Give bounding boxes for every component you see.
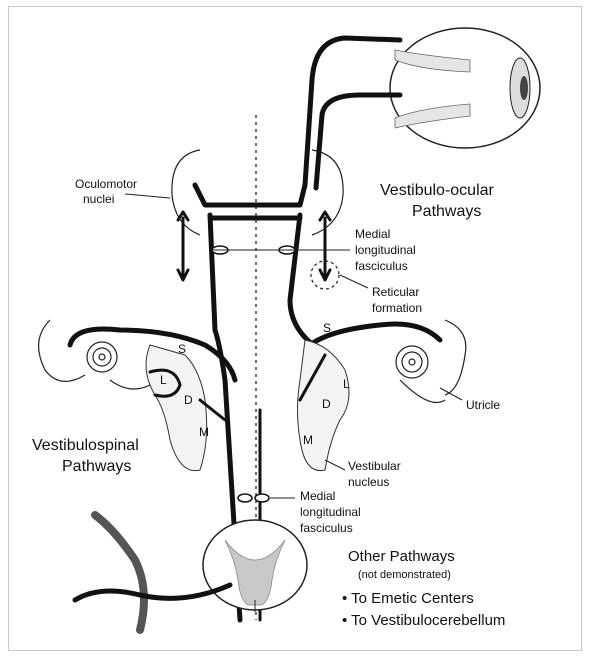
right-cochlea-mid <box>402 352 422 372</box>
letter-right-s: S <box>323 321 331 335</box>
label-vestibulo-ocular-2: Pathways <box>412 203 481 220</box>
left-cochlea-outer <box>87 342 117 372</box>
left-inner-ear <box>39 320 235 389</box>
label-mlf-bottom-1: Medial <box>300 489 335 503</box>
letter-left-l: L <box>160 373 167 387</box>
label-bullet-vestibulocerebellum: • To Vestibulocerebellum <box>342 612 505 629</box>
left-vestibular-nucleus <box>146 345 207 471</box>
motor-nerve-path <box>75 585 230 600</box>
label-vestibulospinal-1: Vestibulospinal <box>32 437 139 454</box>
letter-left-d: D <box>184 393 193 407</box>
eye-pupil <box>520 76 528 100</box>
spinal-cord <box>203 520 307 612</box>
label-mlf-bottom-2: longitudinal <box>300 505 361 519</box>
pathway-cross-top <box>195 185 305 205</box>
pathway-right-descending <box>290 215 320 350</box>
right-cochlea-inner <box>409 359 415 365</box>
label-vestibular-nucleus-1: Vestibular <box>348 459 401 473</box>
label-oculomotor-2: nuclei <box>83 192 114 206</box>
label-not-demonstrated: (not demonstrated) <box>358 569 451 581</box>
right-ear-loop <box>400 380 445 403</box>
label-vestibular-nucleus-2: nucleus <box>348 475 389 489</box>
letter-left-m: M <box>199 425 209 439</box>
label-mlf-bottom-3: fasciculus <box>300 521 353 535</box>
label-reticular-2: formation <box>372 301 422 315</box>
mlf-marker-bottom-left <box>238 494 252 502</box>
right-cochlea-outer <box>396 346 428 378</box>
label-vestibulospinal-2: Pathways <box>62 458 131 475</box>
oculomotor-outline-left <box>172 150 200 235</box>
left-cochlea-inner <box>99 354 105 360</box>
label-bullet-emetic: • To Emetic Centers <box>342 590 474 607</box>
left-ear-loop <box>110 380 150 389</box>
letter-right-l: L <box>343 377 350 391</box>
label-utricle: Utricle <box>466 398 500 412</box>
left-cochlea-mid <box>93 348 111 366</box>
mlf-marker-bottom-right <box>255 494 269 502</box>
left-ear-canal <box>39 320 85 381</box>
label-oculomotor-1: Oculomotor <box>75 177 137 191</box>
letter-right-m: M <box>303 433 313 447</box>
leader-oculomotor <box>125 194 170 198</box>
leader-vestibular-nucleus <box>325 460 345 470</box>
leader-utricle <box>440 388 462 400</box>
label-vestibulo-ocular-1: Vestibulo-ocular <box>380 182 495 199</box>
right-ear-canal <box>445 320 466 395</box>
pathway-to-eye-lower <box>316 95 400 188</box>
label-reticular-1: Reticular <box>372 285 419 299</box>
leader-reticular <box>340 275 368 288</box>
label-other-pathways: Other Pathways <box>348 548 455 565</box>
letter-left-s: S <box>178 342 186 356</box>
eye-illustration <box>390 28 540 148</box>
label-mlf-top-2: longitudinal <box>355 243 416 257</box>
eye-muscle-lower <box>395 104 470 128</box>
limb-shape <box>95 515 144 630</box>
letter-right-d: D <box>322 397 331 411</box>
label-mlf-top-3: fasciculus <box>355 259 408 273</box>
eye-muscle-upper <box>395 50 470 72</box>
label-mlf-top-1: Medial <box>355 227 390 241</box>
